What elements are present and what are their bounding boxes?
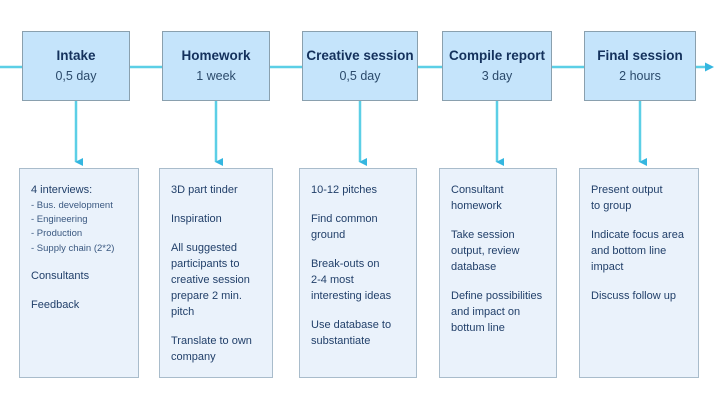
detail-block: Define possibilities and impact on bottum … bbox=[451, 289, 545, 337]
detail-line: creative session bbox=[171, 273, 250, 286]
detail-block: All suggested participants to creative ses… bbox=[171, 241, 261, 321]
detail-box-intake[interactable]: 4 interviews: - Bus. development - Enginee… bbox=[19, 168, 139, 378]
detail-block: Present output to group bbox=[591, 183, 687, 215]
detail-line: Consultant bbox=[451, 184, 504, 196]
detail-line: Indicate focus area bbox=[591, 228, 684, 241]
detail-line: Define possibilities bbox=[451, 289, 543, 302]
detail-line: and impact on bbox=[451, 305, 521, 318]
detail-line: homework bbox=[451, 199, 502, 212]
detail-line: Take session bbox=[451, 228, 515, 241]
detail-line: Feedback bbox=[31, 298, 80, 311]
detail-line: Consultants bbox=[31, 269, 90, 282]
detail-block: Break-outs on 2-4 most interesting ideas bbox=[311, 257, 405, 305]
detail-line: prepare 2 min. bbox=[171, 289, 242, 302]
detail-block: 3D part tinder bbox=[171, 183, 261, 199]
detail-line: 2-4 most bbox=[311, 273, 354, 286]
stage-box-homework[interactable]: Homework 1 week bbox=[162, 31, 270, 101]
detail-line: 3D part tinder bbox=[171, 184, 238, 196]
detail-sub-item: - Supply chain (2*2) bbox=[31, 242, 115, 254]
detail-block: Discuss follow up bbox=[591, 289, 687, 305]
detail-sub-item: - Bus. development bbox=[31, 199, 113, 211]
detail-line: company bbox=[171, 350, 216, 363]
stage-duration: 0,5 day bbox=[55, 68, 97, 83]
detail-line: Present output bbox=[591, 184, 663, 196]
stage-title: Final session bbox=[597, 47, 683, 63]
detail-block: 10-12 pitches bbox=[311, 183, 405, 199]
detail-block: Find common ground bbox=[311, 212, 405, 244]
detail-line: Find common bbox=[311, 212, 378, 225]
stage-duration: 0,5 day bbox=[339, 68, 381, 83]
stage-duration: 2 hours bbox=[619, 68, 661, 83]
detail-line: Break-outs on bbox=[311, 257, 380, 270]
detail-line: substantiate bbox=[311, 334, 371, 347]
detail-line: output, review bbox=[451, 244, 520, 257]
detail-line: participants to bbox=[171, 257, 240, 270]
stage-duration: 3 day bbox=[481, 68, 513, 83]
detail-line: 10-12 pitches bbox=[311, 184, 378, 196]
stage-duration: 1 week bbox=[196, 68, 236, 83]
detail-line: All suggested bbox=[171, 241, 238, 254]
detail-line: 4 interviews: bbox=[31, 184, 93, 196]
detail-block: Inspiration bbox=[171, 212, 261, 228]
detail-line: interesting ideas bbox=[311, 289, 392, 302]
detail-block: Translate to own company bbox=[171, 334, 261, 366]
detail-sub-item: - Production bbox=[31, 228, 83, 240]
detail-line: and bottom line bbox=[591, 244, 667, 257]
detail-block: Feedback bbox=[31, 298, 127, 314]
detail-block: Indicate focus area and bottom line impact bbox=[591, 228, 687, 276]
detail-line: Use database to bbox=[311, 318, 392, 331]
detail-line: database bbox=[451, 260, 497, 273]
detail-block: Take session output, review database bbox=[451, 228, 545, 276]
detail-line: Discuss follow up bbox=[591, 289, 676, 302]
detail-line: impact bbox=[591, 260, 624, 273]
detail-line: Inspiration bbox=[171, 212, 222, 225]
stage-box-creative-session[interactable]: Creative session 0,5 day bbox=[302, 31, 418, 101]
detail-block: Consultant homework bbox=[451, 183, 545, 215]
detail-line: bottum line bbox=[451, 321, 505, 334]
detail-block: 4 interviews: - Bus. development - Enginee… bbox=[31, 183, 127, 256]
detail-line: Translate to own bbox=[171, 334, 252, 347]
stage-box-intake[interactable]: Intake 0,5 day bbox=[22, 31, 130, 101]
stage-box-compile-report[interactable]: Compile report 3 day bbox=[442, 31, 552, 101]
detail-line: to group bbox=[591, 199, 632, 212]
stage-title: Compile report bbox=[448, 47, 545, 63]
detail-line: pitch bbox=[171, 305, 195, 318]
detail-block: Use database to substantiate bbox=[311, 318, 405, 350]
stage-box-final-session[interactable]: Final session 2 hours bbox=[584, 31, 696, 101]
stage-title: Creative session bbox=[306, 47, 414, 63]
stage-title: Intake bbox=[56, 47, 96, 63]
stage-title: Homework bbox=[181, 47, 251, 63]
detail-sub-item: - Engineering bbox=[31, 214, 88, 226]
detail-block: Consultants bbox=[31, 269, 127, 285]
detail-line: ground bbox=[311, 228, 346, 241]
